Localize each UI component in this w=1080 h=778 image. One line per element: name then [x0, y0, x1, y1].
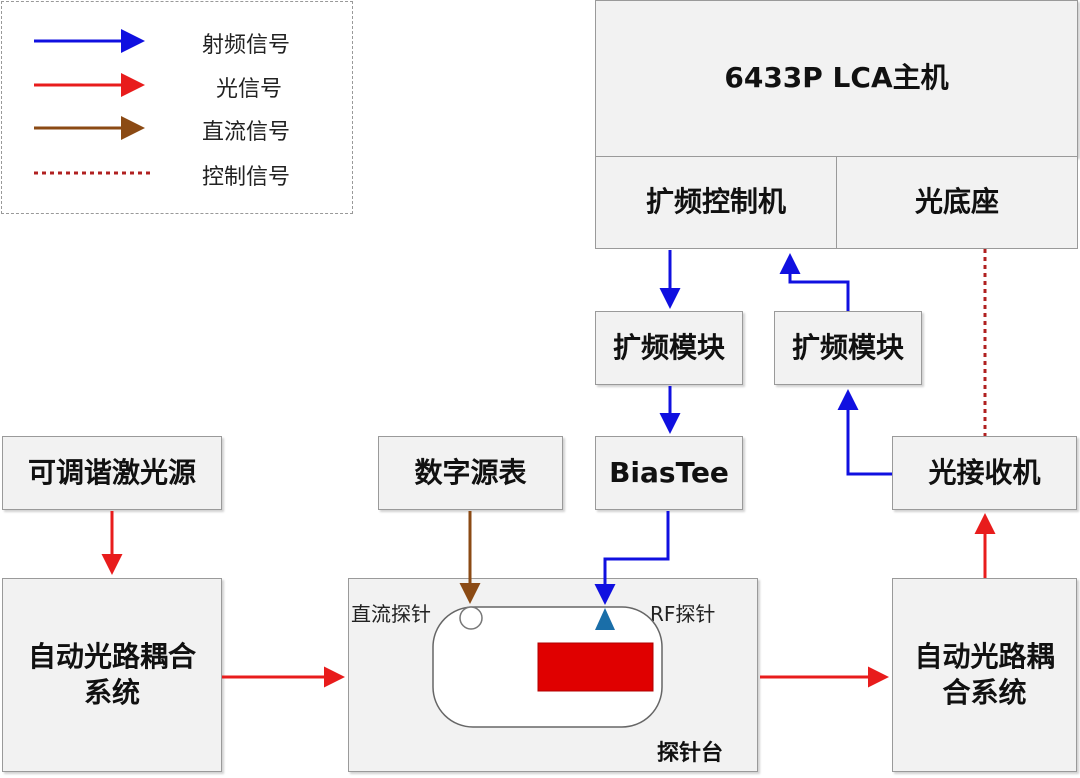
legend: 射频信号 光信号 直流信号 控制信号	[1, 1, 353, 214]
optical-base-label: 光底座	[914, 185, 999, 219]
auto-coupling-right-box: 自动光路耦合系统	[892, 578, 1077, 772]
optical-receiver-label: 光接收机	[928, 455, 1041, 489]
dc-probe-icon	[459, 606, 483, 630]
bias-tee-label: BiasTee	[609, 455, 729, 489]
legend-label-rf: 射频信号	[202, 33, 291, 58]
probe-station-label: 探针台	[657, 741, 724, 766]
rf-probe-icon	[595, 608, 615, 630]
freq-module-left-label: 扩频模块	[612, 330, 725, 364]
freq-module-right-box: 扩频模块	[774, 311, 922, 385]
freq-ext-controller-box: 扩频控制机	[595, 156, 837, 249]
legend-label-control: 控制信号	[202, 165, 291, 190]
auto-coupling-left-label: 自动光路耦合系统	[27, 639, 196, 709]
rf-probe-label: RF探针	[650, 602, 716, 626]
legend-label-optical: 光信号	[216, 77, 283, 102]
auto-coupling-right-label: 自动光路耦合系统	[914, 639, 1055, 709]
digital-source-meter-label: 数字源表	[414, 455, 527, 489]
freq-module-right-label: 扩频模块	[791, 330, 904, 364]
legend-symbols	[34, 29, 150, 175]
freq-ext-controller-label: 扩频控制机	[645, 185, 786, 219]
legend-label-dc: 直流信号	[202, 120, 291, 145]
digital-source-meter-box: 数字源表	[378, 436, 563, 510]
rf-arrow-receiver-to-module	[837, 389, 892, 476]
dc-probe-label: 直流探针	[351, 602, 431, 626]
bias-tee-box: BiasTee	[595, 436, 743, 510]
lca-host-box: 6433P LCA主机	[595, 0, 1078, 157]
rf-arrow-biastee-to-probe	[594, 511, 670, 605]
tunable-laser-label: 可调谐激光源	[27, 455, 196, 489]
optical-receiver-box: 光接收机	[892, 436, 1077, 510]
substrate-block	[537, 642, 654, 692]
tunable-laser-box: 可调谐激光源	[2, 436, 222, 510]
optical-base-box: 光底座	[836, 156, 1078, 249]
rf-arrow-module-to-controller	[779, 253, 850, 311]
auto-coupling-left-box: 自动光路耦合系统	[2, 578, 222, 772]
freq-module-left-box: 扩频模块	[595, 311, 743, 385]
lca-host-label: 6433P LCA主机	[724, 61, 949, 95]
